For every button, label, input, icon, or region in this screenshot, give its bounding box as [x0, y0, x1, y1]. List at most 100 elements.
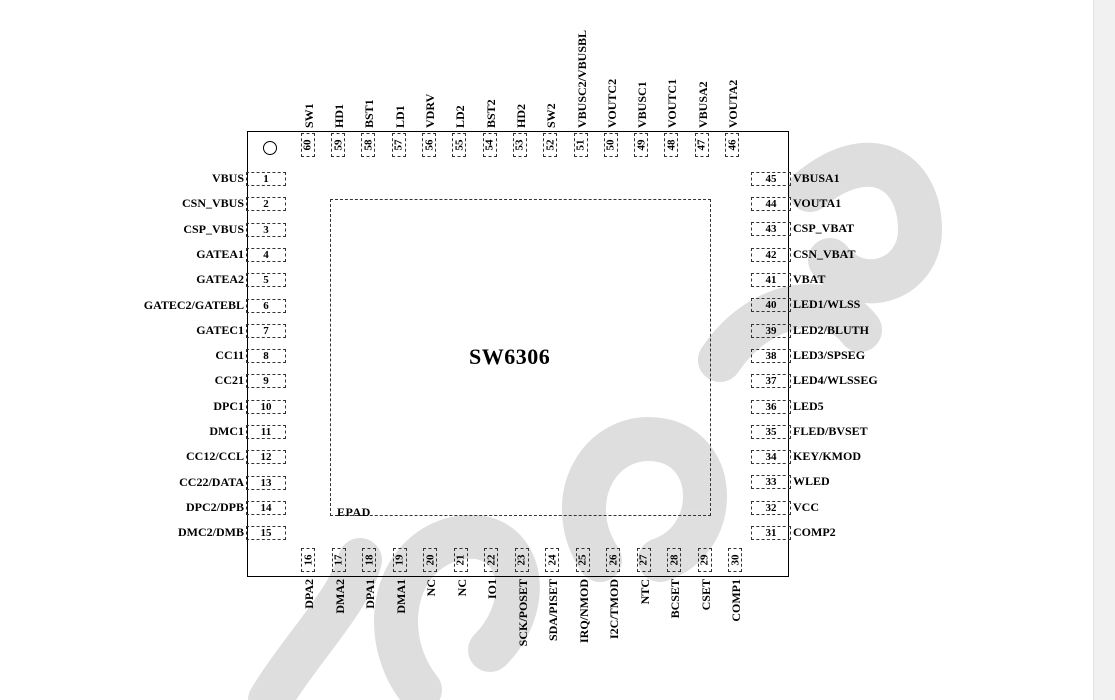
pin-number: 28	[668, 554, 680, 566]
pin1-indicator	[263, 141, 277, 155]
pin-label: LED4/WLSSEG	[793, 373, 878, 388]
pin-right-pad: 43	[751, 222, 791, 237]
pin-number: 45	[765, 172, 777, 185]
pin-left-pad: 5	[246, 273, 286, 288]
pin-label: VBUSA2	[695, 81, 710, 128]
pin-number: 23	[515, 554, 528, 566]
pin-number: 29	[698, 554, 711, 566]
pin-label: DMA1	[393, 579, 408, 614]
pin-left-pad: 4	[246, 247, 286, 262]
pin-label: SW1	[301, 103, 316, 128]
pin-number: 15	[260, 527, 272, 540]
pin-number: 41	[765, 274, 777, 286]
pin-label: NC	[424, 579, 438, 597]
pin-label: WLED	[793, 474, 830, 489]
pin-label: BCSET	[668, 579, 682, 619]
pin-number: 6	[263, 299, 269, 312]
pin-left-pad: 8	[246, 349, 286, 364]
pin-number: 50	[604, 139, 617, 151]
pin-number: 46	[726, 139, 738, 151]
pin-label: CC21	[214, 373, 244, 388]
pin-label: VBUSC2/VBUSBL	[574, 29, 589, 128]
pin-left-pad: 14	[246, 500, 286, 515]
pin-top-pad: 53	[512, 133, 527, 157]
pin-top-pad: 55	[452, 133, 467, 157]
pin-label: VBUSC1	[635, 81, 650, 128]
pin-label: DPC1	[213, 398, 244, 413]
pin-right-pad: 41	[751, 273, 791, 287]
epad-area	[330, 199, 711, 516]
pin-number: 55	[453, 139, 466, 151]
pin-right-pad: 45	[751, 171, 791, 186]
pin-number: 56	[423, 139, 435, 151]
pin-number: 17	[332, 554, 345, 566]
pin-top-pad: 46	[725, 133, 739, 157]
pin-number: 59	[332, 139, 345, 151]
pin-number: 31	[765, 527, 777, 539]
pin-number: 48	[665, 139, 678, 151]
pin-label: BST1	[362, 99, 377, 128]
pin-label: CC22/DATA	[179, 474, 244, 489]
pin-label: BST2	[483, 99, 498, 128]
pin-bottom-pad: 28	[667, 548, 681, 572]
pin-number: 1	[263, 173, 269, 185]
pin-left-pad: 6	[246, 298, 286, 313]
pin-number: 57	[392, 139, 405, 151]
pin-right-pad: 34	[751, 450, 791, 465]
pin-top-pad: 58	[361, 133, 376, 157]
pin-number: 11	[260, 426, 272, 438]
pin-label: GATEC1	[196, 322, 244, 337]
pin-bottom-pad: 27	[636, 548, 651, 572]
pin-number: 14	[260, 501, 272, 514]
pin-right-pad: 32	[751, 500, 791, 515]
pin-left-pad: 1	[246, 172, 286, 186]
pin-label: HD2	[513, 104, 528, 128]
epad-label: EPAD	[337, 505, 371, 519]
pin-right-pad: 37	[751, 374, 791, 389]
pin-label: VOUTA2	[726, 79, 740, 128]
pin-number: 42	[765, 248, 777, 261]
pin-label: GATEA2	[196, 272, 244, 287]
pin-number: 22	[485, 554, 497, 566]
pin-label: HD1	[332, 104, 347, 128]
pin-right-pad: 39	[751, 323, 791, 338]
pin-label: IRQ/NMOD	[576, 579, 591, 643]
pin-label: VOUTA1	[793, 196, 842, 211]
pin-number: 25	[576, 554, 589, 566]
pin-left-pad: 10	[246, 399, 286, 414]
pin-left-pad: 3	[246, 222, 286, 237]
pin-left-pad: 13	[246, 475, 286, 490]
pin-number: 47	[695, 139, 708, 151]
pin-bottom-pad: 16	[301, 548, 315, 572]
pin-number: 32	[765, 501, 777, 514]
pin-label: SW2	[544, 103, 559, 128]
pin-label: FLED/BVSET	[793, 423, 868, 438]
pin-label: IO1	[485, 579, 499, 600]
pin-label: LD2	[453, 105, 468, 128]
pin-bottom-pad: 25	[575, 548, 590, 572]
pin-number: 26	[607, 554, 619, 566]
pin-label: DMA2	[332, 579, 347, 614]
pin-top-pad: 50	[603, 133, 618, 157]
pin-number: 30	[729, 554, 741, 566]
pin-bottom-pad: 21	[453, 548, 468, 572]
pin-label: LED3/SPSEG	[793, 347, 866, 362]
pin-label: VBUS	[211, 171, 244, 185]
pin-number: 44	[765, 198, 777, 211]
pin-number: 60	[301, 139, 314, 151]
pin-left-pad: 11	[246, 425, 286, 439]
pin-bottom-pad: 19	[392, 548, 407, 572]
pin-label: GATEA1	[196, 246, 244, 261]
pin-top-pad: 47	[694, 133, 709, 157]
pin-top-pad: 59	[331, 133, 346, 157]
pin-bottom-pad: 22	[484, 548, 498, 572]
pin-label: SCK/POSET	[515, 579, 530, 647]
pin-label: NTC	[637, 579, 652, 605]
pin-number: 51	[574, 139, 587, 151]
pin-number: 36	[765, 400, 777, 413]
pin-label: DPA2	[302, 579, 316, 609]
pin-left-pad: 9	[246, 374, 286, 389]
pin-number: 21	[454, 554, 467, 566]
pin-number: 35	[765, 425, 777, 438]
pin-number: 16	[302, 554, 314, 566]
